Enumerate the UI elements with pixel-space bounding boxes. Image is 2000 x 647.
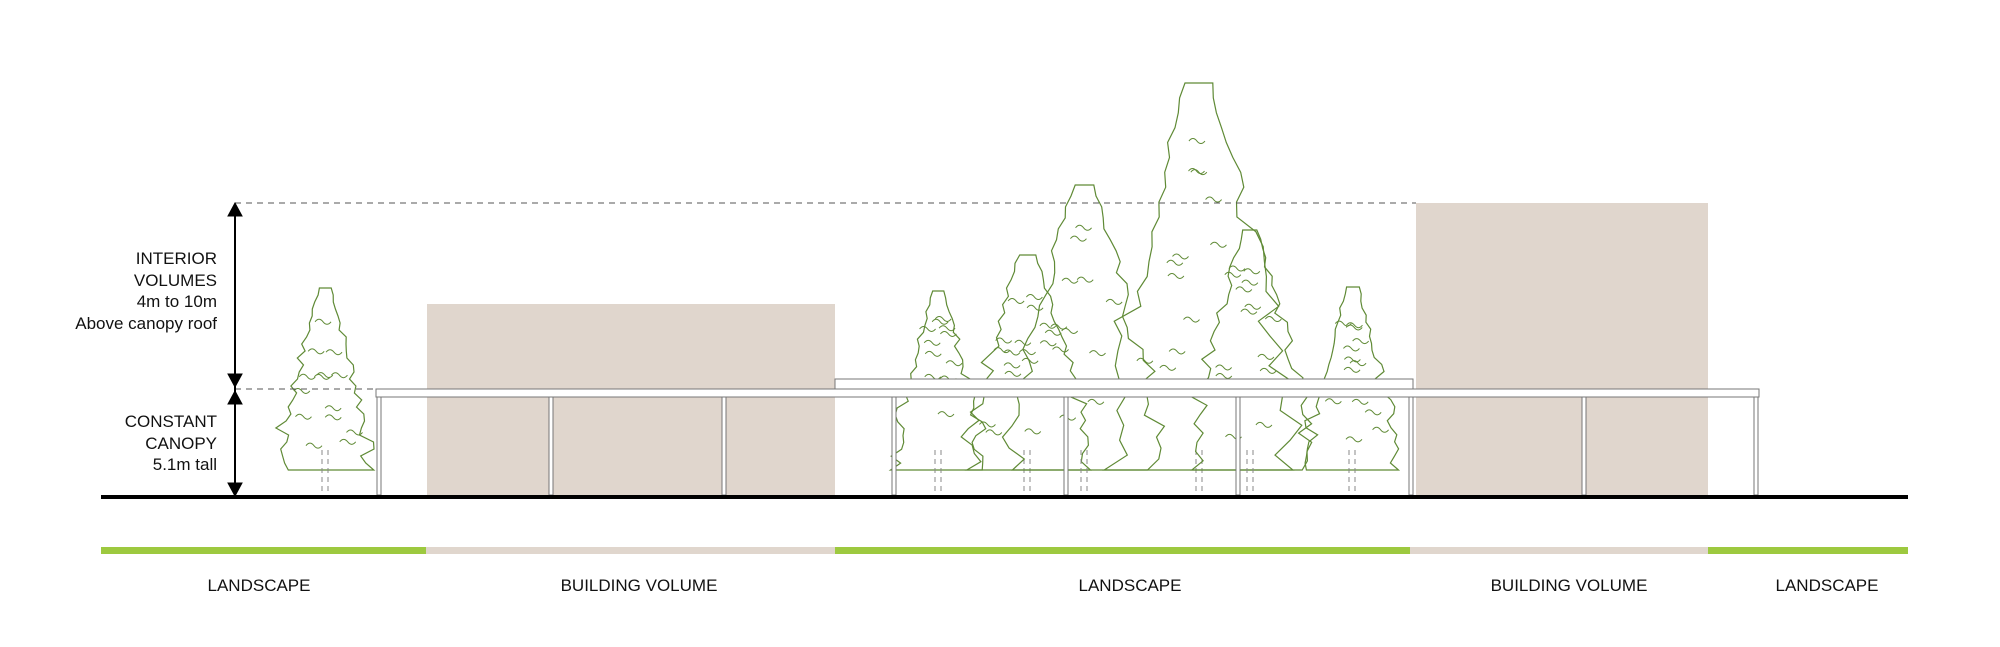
landscape-band bbox=[835, 547, 1410, 554]
zone-bands bbox=[101, 547, 1908, 554]
zone-label: BUILDING VOLUME bbox=[560, 576, 718, 595]
tree-icon bbox=[1001, 184, 1166, 495]
tree-icon bbox=[274, 287, 376, 495]
canopy-roof-raised bbox=[834, 378, 1414, 390]
label-line: 4m to 10m bbox=[136, 292, 217, 311]
zone-label: LANDSCAPE bbox=[1078, 576, 1182, 595]
building-band bbox=[426, 547, 835, 554]
canopy-column bbox=[721, 396, 727, 496]
landscape-band bbox=[1708, 547, 1908, 554]
tree-icon bbox=[1304, 286, 1401, 495]
interior-volumes-label: INTERIOR VOLUMES 4m to 10m Above canopy … bbox=[75, 248, 217, 334]
landscape-band bbox=[101, 547, 426, 554]
zone-label: LANDSCAPE bbox=[207, 576, 311, 595]
canopy-column bbox=[1581, 396, 1587, 496]
canopy-column bbox=[1063, 396, 1069, 496]
zone-label: BUILDING VOLUME bbox=[1490, 576, 1648, 595]
label-line: VOLUMES bbox=[133, 270, 217, 290]
canopy-column bbox=[1235, 396, 1241, 496]
label-line: INTERIOR bbox=[135, 249, 217, 268]
tree-icon bbox=[960, 254, 1093, 495]
zone-label: LANDSCAPE bbox=[1775, 576, 1879, 595]
building-volume-1 bbox=[427, 304, 835, 497]
building-volume-2 bbox=[1416, 203, 1708, 497]
tree-icon bbox=[1189, 229, 1313, 495]
canopy-column bbox=[548, 396, 554, 496]
canopy-column bbox=[376, 396, 382, 496]
canopy-roof bbox=[375, 388, 1760, 398]
label-line: CANOPY bbox=[145, 433, 217, 453]
label-line: 5.1m tall bbox=[152, 455, 217, 474]
ground-line bbox=[101, 495, 1908, 499]
trees bbox=[274, 82, 1401, 495]
label-line: Above canopy roof bbox=[75, 313, 217, 333]
dimension-arrow bbox=[227, 201, 243, 498]
canopy-column bbox=[1753, 396, 1759, 496]
canopy-column bbox=[1408, 396, 1414, 496]
canopy-column bbox=[891, 396, 897, 496]
building-band bbox=[1410, 547, 1708, 554]
label-line: CONSTANT bbox=[124, 412, 217, 431]
constant-canopy-label: CONSTANT CANOPY 5.1m tall bbox=[125, 411, 217, 476]
